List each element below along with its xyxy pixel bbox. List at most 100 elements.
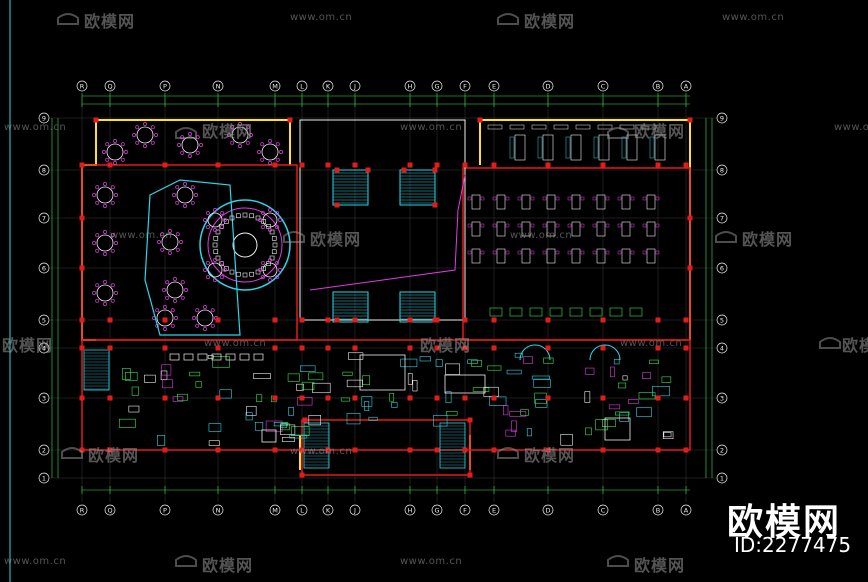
column-label: D xyxy=(545,83,550,91)
chair xyxy=(542,250,547,255)
column xyxy=(325,395,331,401)
column xyxy=(467,472,473,478)
chair xyxy=(103,182,107,186)
watermark-brand: 欧模网 xyxy=(310,230,362,249)
row-label-bubble xyxy=(716,112,728,124)
column xyxy=(600,395,606,401)
column xyxy=(215,345,221,351)
column xyxy=(407,345,413,351)
chair xyxy=(203,327,207,331)
kitchen-fixture xyxy=(483,386,499,397)
watermark-site: www.om.cn xyxy=(110,230,173,241)
chair xyxy=(195,150,200,155)
counter xyxy=(641,124,657,130)
chair xyxy=(555,196,560,201)
chair xyxy=(245,140,250,145)
chair xyxy=(617,250,622,255)
counter xyxy=(487,124,503,130)
column xyxy=(687,265,693,271)
watermark-site: www.om.cn xyxy=(400,556,463,567)
row-label: 1 xyxy=(42,475,46,483)
column-label: Q xyxy=(107,507,112,515)
column-label: K xyxy=(326,507,331,515)
kitchen-fixture xyxy=(471,359,482,367)
kitchen-fixture xyxy=(253,373,271,379)
chair xyxy=(174,316,178,320)
chair xyxy=(260,142,265,147)
column xyxy=(655,395,661,401)
dining-seats-grid xyxy=(467,124,666,361)
chair xyxy=(192,316,196,320)
sink-unit xyxy=(197,353,208,361)
kitchen-fixture xyxy=(560,434,573,446)
equipment-block xyxy=(359,354,406,391)
column xyxy=(352,395,358,401)
column xyxy=(107,345,113,351)
kitchen-fixture xyxy=(636,407,652,417)
chair xyxy=(95,200,100,205)
chair xyxy=(135,140,140,145)
chair xyxy=(505,196,510,201)
chair xyxy=(113,161,117,165)
column xyxy=(299,317,305,323)
kitchen-fixture xyxy=(177,393,188,401)
column-label-bubble xyxy=(76,80,88,92)
column xyxy=(352,447,358,453)
column xyxy=(162,345,168,351)
sink-unit xyxy=(169,353,180,361)
kitchen-fixture xyxy=(348,352,364,360)
column-label: L xyxy=(300,507,304,515)
row-label: 9 xyxy=(42,115,46,123)
kitchen-fixture xyxy=(300,365,316,372)
column xyxy=(491,317,497,323)
chair xyxy=(157,240,161,244)
ring-chair xyxy=(212,242,218,248)
column-label: B xyxy=(656,507,660,515)
kitchen-fixture xyxy=(124,372,138,381)
dining-table xyxy=(471,248,481,264)
chair xyxy=(260,275,265,280)
round-table xyxy=(262,262,278,278)
kitchen-fixture xyxy=(585,427,592,436)
round-table xyxy=(161,233,179,251)
watermark-site: www.om.cn xyxy=(834,122,868,133)
chair xyxy=(605,223,610,228)
chair xyxy=(655,250,660,255)
row-label-bubble xyxy=(716,392,728,404)
dining-table xyxy=(596,221,606,237)
column xyxy=(432,317,438,323)
column xyxy=(545,447,551,453)
kitchen-fixture xyxy=(346,379,363,388)
watermark-brand: 欧模网 xyxy=(842,336,868,355)
chair xyxy=(617,223,622,228)
kitchen-fixture xyxy=(144,374,156,383)
ring-chair xyxy=(213,249,219,254)
chair xyxy=(617,196,622,201)
row-label-bubble xyxy=(38,392,50,404)
kitchen-fixture xyxy=(472,387,490,392)
column-label-bubble xyxy=(159,504,171,516)
column-label: C xyxy=(601,507,606,515)
column xyxy=(462,395,468,401)
kitchen-fixture xyxy=(208,440,220,446)
chair xyxy=(203,268,207,272)
chair xyxy=(92,291,96,295)
chair xyxy=(505,223,510,228)
column xyxy=(162,395,168,401)
dining-table xyxy=(546,221,556,237)
watermark-brand: 欧模网 xyxy=(524,12,576,31)
column-label-bubble xyxy=(269,80,281,92)
dining-table xyxy=(521,248,531,264)
column xyxy=(655,162,661,168)
watermark-site: www.om.cn xyxy=(204,338,267,349)
row-label-bubble xyxy=(716,472,728,484)
kitchen-fixture xyxy=(361,396,373,407)
service-desk xyxy=(569,307,583,317)
chair xyxy=(223,268,227,272)
kitchen-fixture xyxy=(652,386,670,397)
column-label: F xyxy=(463,83,467,91)
column-label: E xyxy=(492,507,496,515)
sink-unit xyxy=(253,353,264,361)
